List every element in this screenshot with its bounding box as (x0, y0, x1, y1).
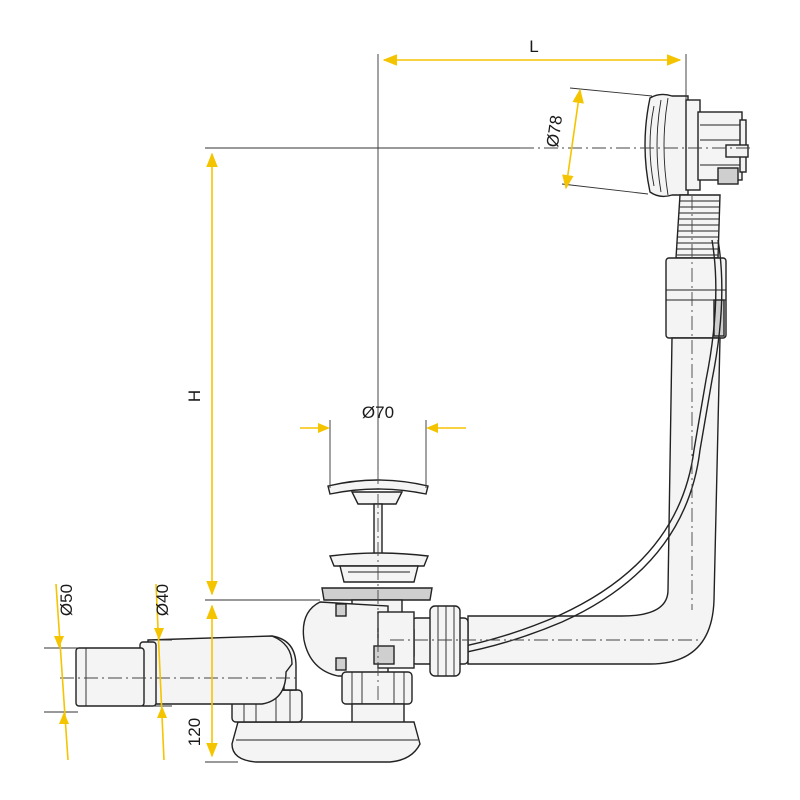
outlet-outer-diameter-label: Ø50 (57, 584, 76, 616)
outlet-inner-diameter-label: Ø40 (153, 584, 172, 616)
length-label: L (529, 37, 538, 56)
extension-lines (44, 54, 687, 763)
overflow-diameter-dimension-line (562, 88, 584, 190)
dimension-labels: L H Ø78 Ø70 Ø50 Ø40 120 (57, 37, 566, 746)
trap-height-label: 120 (185, 718, 204, 746)
outlet-outer-dimension-line (55, 583, 69, 761)
outlet-pipe (75, 635, 293, 707)
overflow-diameter-label: Ø78 (543, 114, 566, 148)
overflow-assembly (644, 93, 749, 339)
bath-plug (321, 479, 433, 617)
overflow-connector (399, 605, 469, 677)
plug-diameter-label: Ø70 (362, 403, 394, 422)
dimension-lines (54, 54, 682, 761)
overflow-pipe (399, 239, 723, 665)
height-label: H (185, 390, 204, 402)
outlet-inner-dimension-line (155, 583, 165, 761)
center-lines (60, 147, 750, 700)
